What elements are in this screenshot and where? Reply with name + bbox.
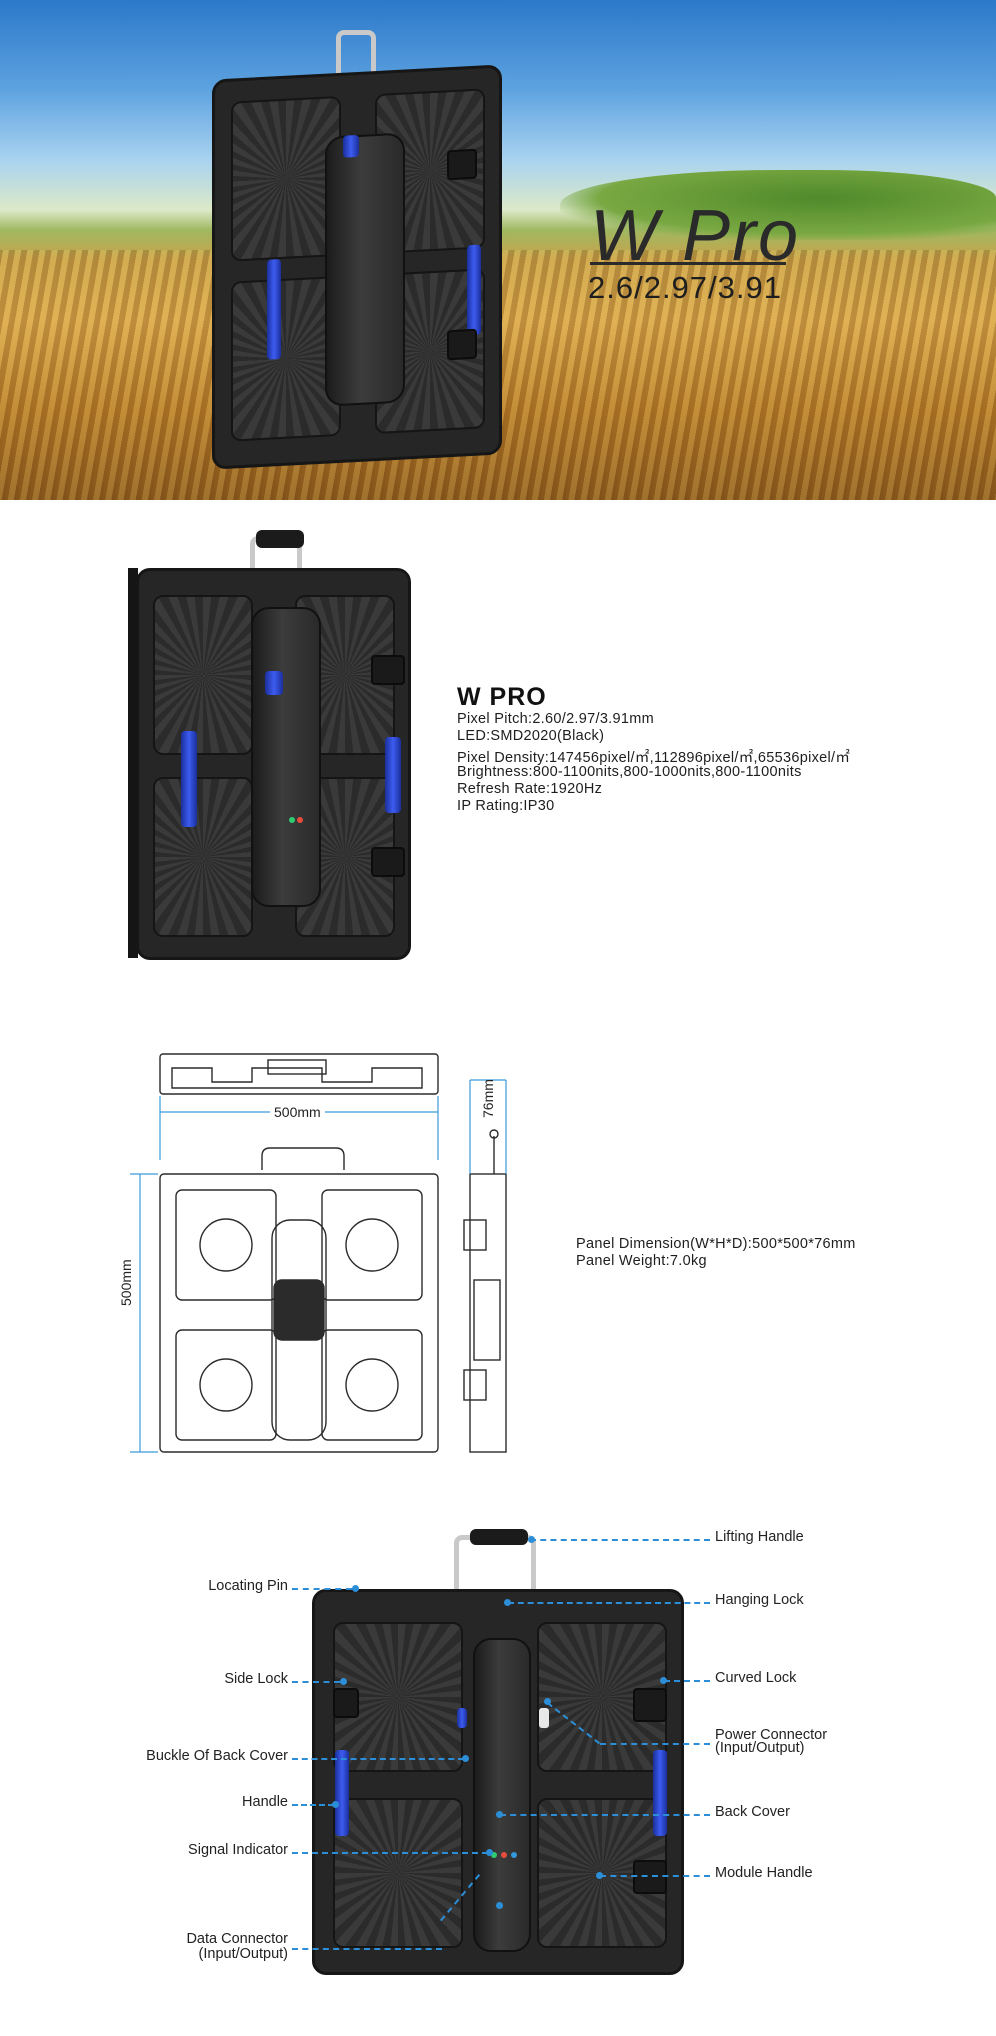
panel-dimension-text: Panel Dimension(W*H*D):500*500*76mm <box>576 1236 856 1252</box>
callout-back-cover: Back Cover <box>715 1804 790 1820</box>
depth-dimension-label: 76mm <box>480 1079 496 1118</box>
callout-power-connector: Power Connector <box>715 1727 828 1743</box>
hero-product-image <box>212 30 502 470</box>
spec-led-type: LED:SMD2020(Black) <box>457 728 605 744</box>
panel-weight-text: Panel Weight:7.0kg <box>576 1253 707 1269</box>
spec-brightness: Brightness:800-1100nits,800-1000nits,800… <box>457 764 802 780</box>
spec-product-image <box>128 528 418 968</box>
dimension-drawing <box>130 1053 507 1453</box>
callout-data-connector: Data Connector <box>186 1931 288 1947</box>
callout-data-connector-io: (Input/Output) <box>198 1946 288 1962</box>
spec-ip-rating: IP Rating:IP30 <box>457 798 555 814</box>
callout-locating-pin: Locating Pin <box>208 1578 288 1594</box>
height-dimension-label: 500mm <box>118 1255 134 1310</box>
hero-tree-line <box>560 170 996 240</box>
callout-product-image <box>312 1525 684 1975</box>
callout-side-lock: Side Lock <box>224 1671 288 1687</box>
callout-hanging-lock: Hanging Lock <box>715 1592 804 1608</box>
callout-curved-lock: Curved Lock <box>715 1670 797 1686</box>
spec-refresh-rate: Refresh Rate:1920Hz <box>457 781 603 797</box>
top-view-drawing <box>159 1053 439 1095</box>
width-dimension-label: 500mm <box>270 1104 325 1120</box>
side-view-drawing <box>463 1129 507 1453</box>
hero-banner: W Pro 2.6/2.97/3.91 <box>0 0 996 500</box>
callout-handle: Handle <box>242 1794 288 1810</box>
lifting-handle-icon <box>336 30 376 100</box>
spec-pixel-pitch: Pixel Pitch:2.60/2.97/3.91mm <box>457 711 654 727</box>
front-view-drawing <box>159 1147 439 1453</box>
callout-lifting-handle: Lifting Handle <box>715 1529 804 1545</box>
hero-title-underline <box>590 262 786 265</box>
spec-title: W PRO <box>457 683 547 711</box>
spec-pixel-density: Pixel Density:147456pixel/㎡,112896pixel/… <box>457 750 851 766</box>
callout-module-handle: Module Handle <box>715 1865 813 1881</box>
callout-power-connector-io: (Input/Output) <box>715 1740 805 1756</box>
callout-signal-indicator: Signal Indicator <box>188 1842 288 1858</box>
callout-buckle-of-back-cover: Buckle Of Back Cover <box>146 1748 288 1764</box>
hero-subtitle: 2.6/2.97/3.91 <box>588 270 782 305</box>
